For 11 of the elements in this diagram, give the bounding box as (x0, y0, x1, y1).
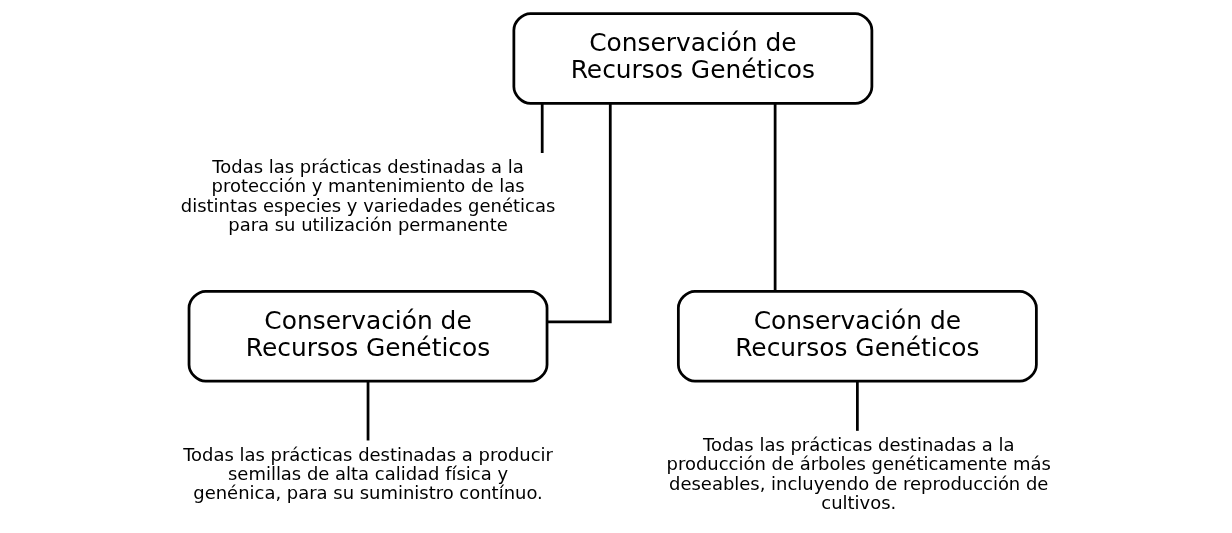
node-box: Conservación de Recursos Genéticos (187, 290, 548, 383)
connector (855, 381, 859, 431)
node-box: Conservación de Recursos Genéticos (512, 12, 873, 105)
node-text: Todas las prácticas destinadas a producir semillas de alta calidad física y genénica, para su suministro contínuo. (182, 443, 553, 504)
node-box: Conservación de Recursos Genéticos (676, 290, 1038, 383)
connector (773, 103, 776, 292)
node-text: Todas las prácticas destinadas a la protección y mantenimiento de las distintas especies y variedades genéticas para su utilización permanente (180, 156, 555, 236)
node-text: Todas las prácticas destinadas a la producción de árboles genéticamente más deseables, incluyendo de reproducción de cultivos. (666, 433, 1051, 513)
connector (540, 103, 544, 153)
connector (546, 103, 612, 324)
connector (366, 381, 369, 441)
